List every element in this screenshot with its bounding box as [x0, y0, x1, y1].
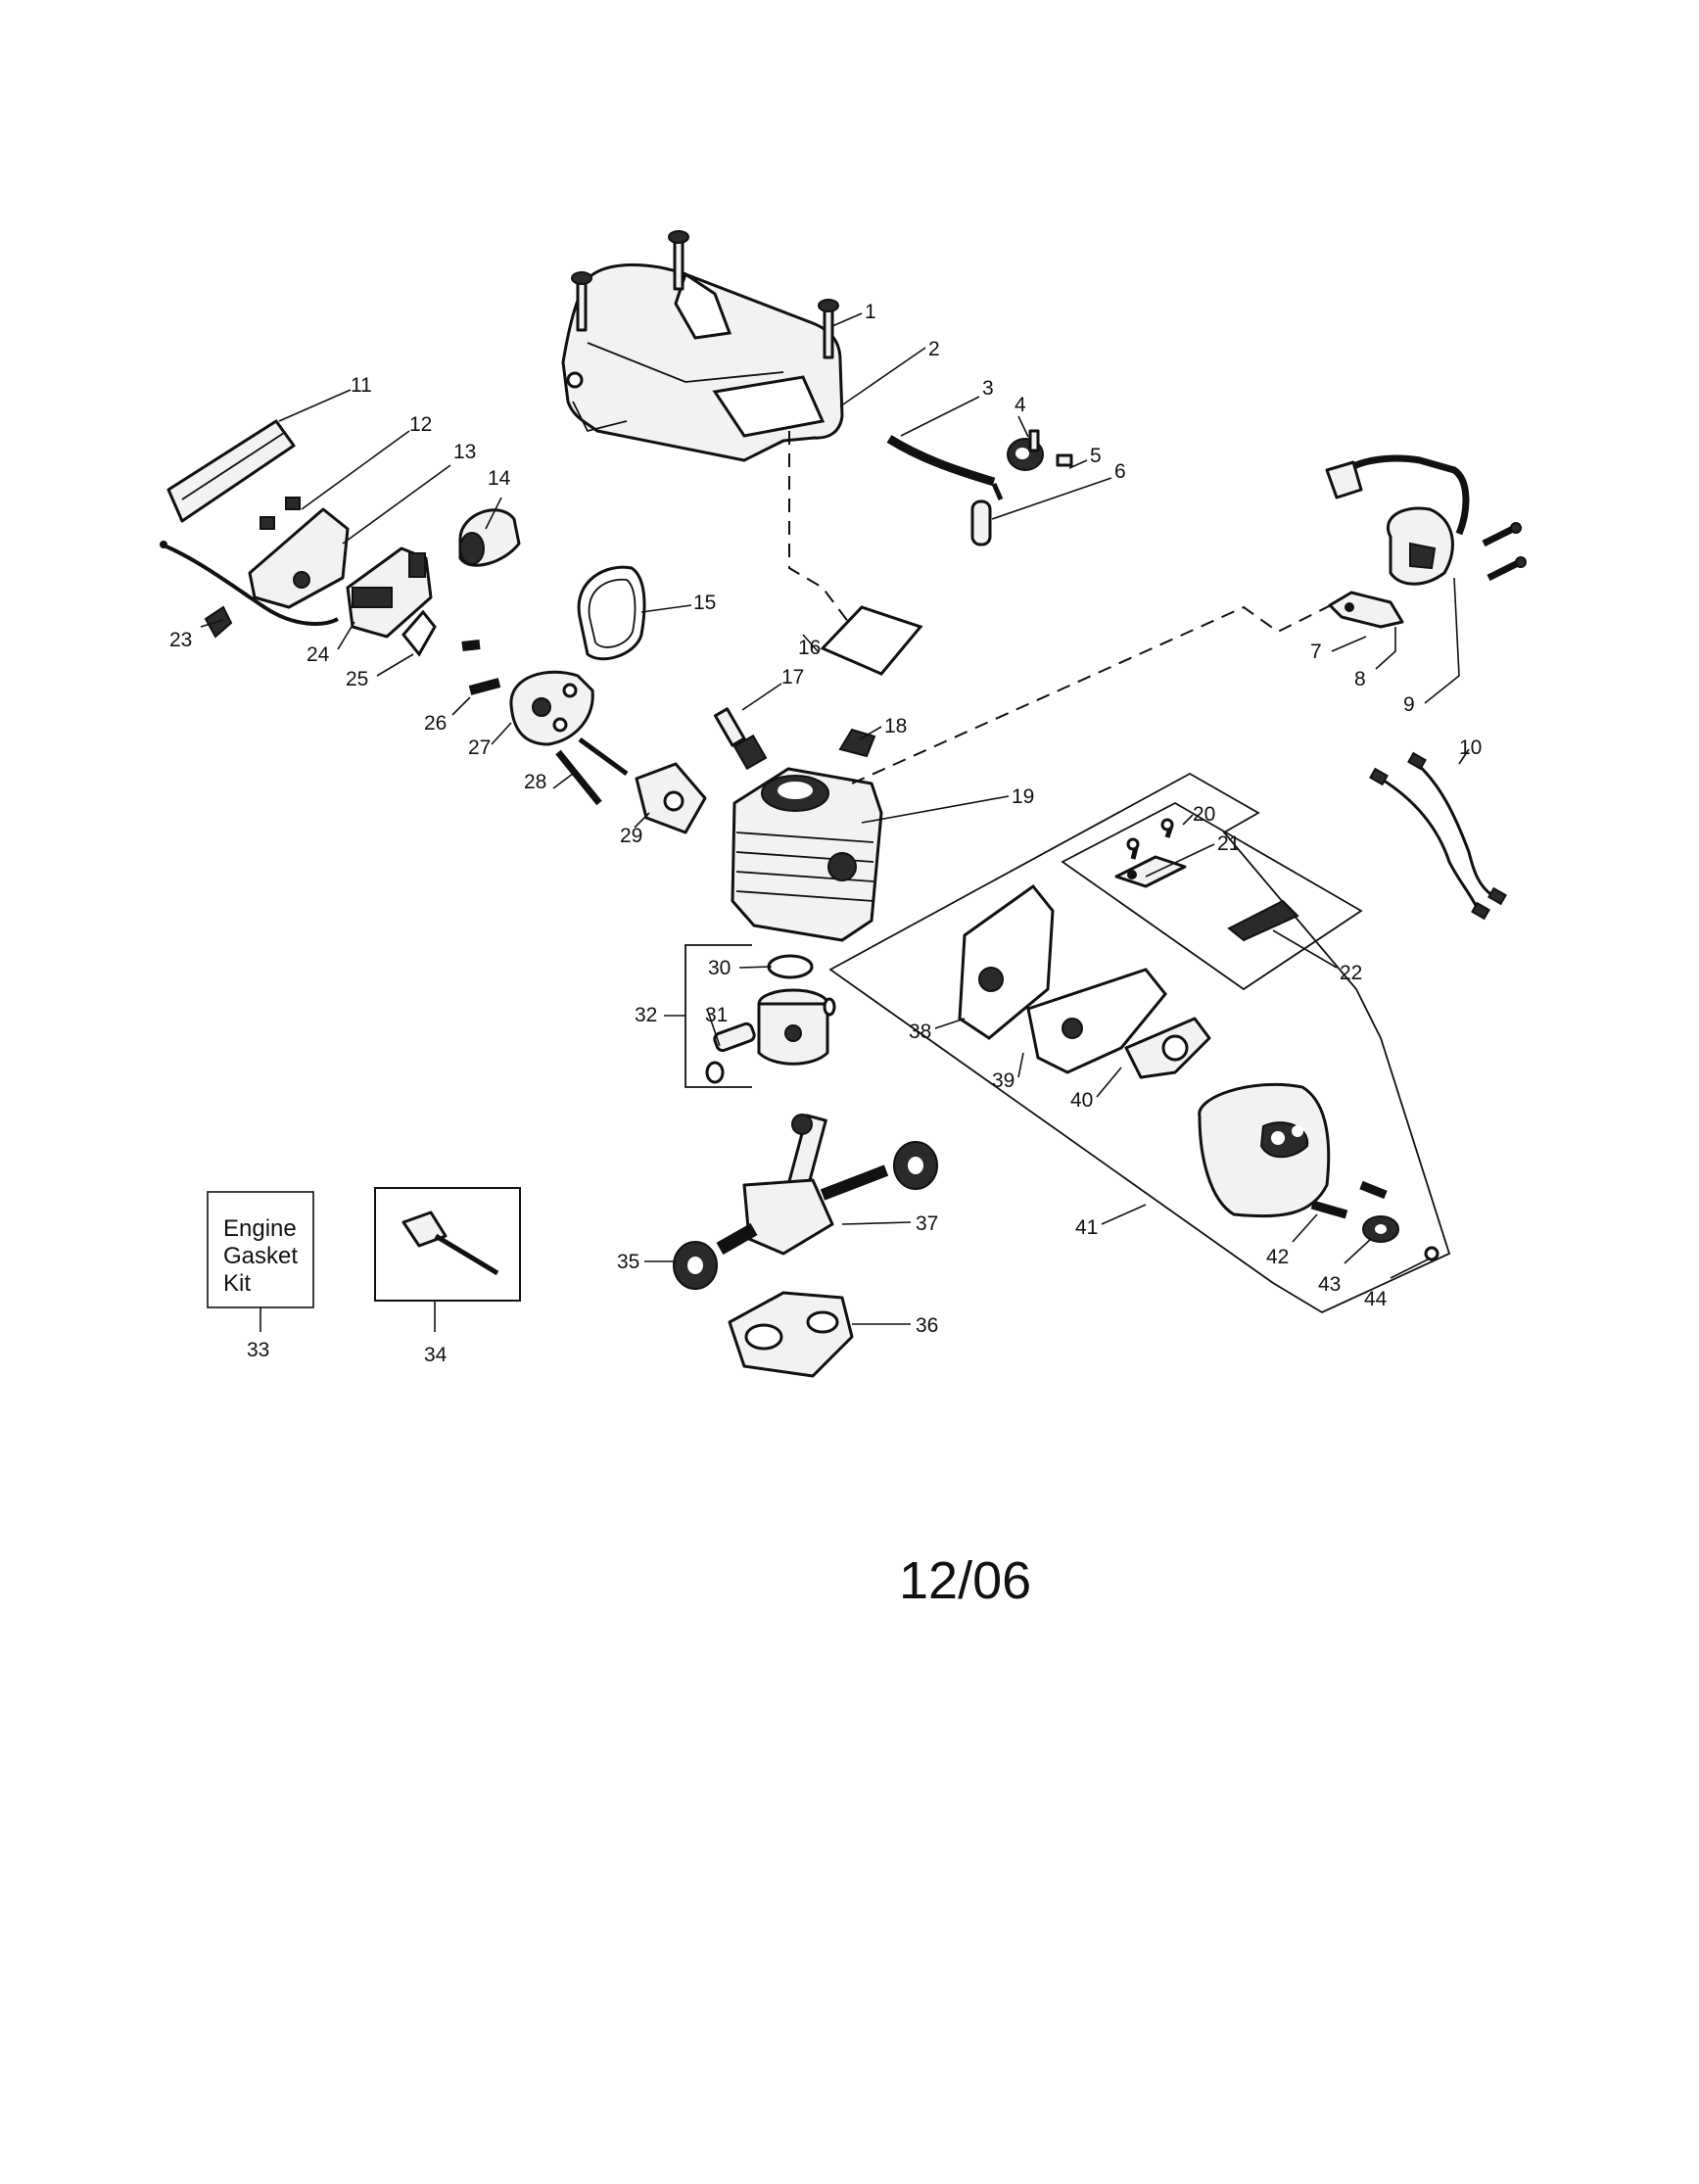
leader-lines [200, 312, 1470, 1332]
part-wire-harness [1369, 751, 1507, 921]
callout-16: 16 [798, 637, 821, 659]
callout-38: 38 [909, 1021, 931, 1043]
tool-box [374, 1187, 521, 1302]
part-top-cover [561, 262, 844, 462]
date-code: 12/06 [899, 1551, 1031, 1610]
callout-29: 29 [620, 825, 642, 847]
callout-3: 3 [982, 377, 994, 400]
part-vent-valve [1007, 429, 1073, 471]
callout-21: 21 [1217, 832, 1240, 855]
callout-23: 23 [169, 629, 192, 651]
part-piston-pin [705, 997, 836, 1084]
callout-37: 37 [916, 1212, 938, 1235]
callout-13: 13 [453, 441, 476, 463]
part-spark-plug [713, 707, 768, 771]
part-carb-gasket [401, 609, 437, 657]
callout-41: 41 [1075, 1216, 1098, 1239]
callout-31: 31 [705, 1004, 728, 1026]
callout-34: 34 [424, 1344, 448, 1366]
part-adapter-screws [461, 640, 501, 695]
part-heat-shield [958, 883, 1055, 1040]
part-cover-screws [571, 230, 839, 359]
part-fuel-pickup [970, 499, 992, 546]
callout-43: 43 [1318, 1273, 1341, 1296]
callout-6: 6 [1114, 460, 1126, 483]
part-spark-arrestor-screen [1114, 855, 1299, 942]
part-coil-screws [1482, 522, 1527, 582]
callout-9: 9 [1403, 693, 1415, 716]
callout-42: 42 [1266, 1246, 1289, 1268]
gasket-kit-line-3: Kit [223, 1270, 251, 1297]
callout-22: 22 [1340, 962, 1362, 984]
callout-18: 18 [884, 715, 907, 737]
callout-1: 1 [865, 301, 876, 323]
callout-40: 40 [1070, 1089, 1093, 1112]
callout-25: 25 [346, 668, 368, 690]
callout-10: 10 [1459, 736, 1482, 759]
part-decal [820, 605, 923, 676]
callout-19: 19 [1012, 785, 1034, 808]
part-muffler-gasket [1124, 1017, 1211, 1079]
part-muffler-washer [1362, 1215, 1439, 1261]
part-plug-wrench [401, 1211, 499, 1276]
callout-7: 7 [1310, 641, 1322, 663]
callout-39: 39 [992, 1069, 1015, 1092]
callout-30: 30 [708, 957, 731, 979]
callout-15: 15 [693, 592, 716, 614]
callout-11: 11 [351, 374, 372, 397]
callout-24: 24 [307, 643, 330, 666]
callout-14: 14 [488, 467, 511, 490]
part-piston [757, 988, 829, 1066]
part-long-screws [555, 736, 629, 806]
gasket-kit-line-2: Gasket [223, 1243, 298, 1269]
callout-33: 33 [247, 1339, 269, 1361]
part-muffler-kit-outline [828, 772, 1451, 1314]
part-ignition-coil [1325, 454, 1470, 586]
callout-17: 17 [781, 666, 804, 688]
part-muffler [1198, 1082, 1331, 1218]
part-spark-arrestor-box [1061, 801, 1363, 991]
part-cylinder [731, 767, 883, 942]
callout-4: 4 [1015, 394, 1026, 416]
part-muffler-bolts [1310, 1180, 1388, 1219]
part-cylinder-gasket [635, 762, 707, 834]
part-crankshaft [716, 1114, 889, 1256]
part-coil-bracket [1328, 591, 1404, 629]
callout-8: 8 [1354, 668, 1366, 690]
part-bearing-right [893, 1141, 938, 1190]
part-fuel-hose [886, 435, 1004, 501]
part-filter-seal [577, 565, 646, 661]
part-carburetor [346, 546, 433, 639]
callout-28: 28 [524, 771, 546, 793]
part-crankcase [728, 1291, 854, 1378]
gasket-kit-box: Engine Gasket Kit [207, 1191, 314, 1308]
callout-2: 2 [928, 338, 940, 360]
part-choke-wire [160, 541, 339, 626]
part-bearing-left [673, 1241, 718, 1290]
part-air-filter [166, 419, 296, 523]
callout-20: 20 [1193, 803, 1215, 826]
part-piston-ring [767, 954, 814, 979]
part-arrestor-screws [1126, 818, 1174, 860]
part-muffler-plate [1026, 968, 1167, 1074]
callout-5: 5 [1090, 445, 1102, 467]
gasket-kit-line-1: Engine [223, 1215, 297, 1242]
callout-44: 44 [1364, 1288, 1388, 1310]
callout-32: 32 [635, 1004, 657, 1026]
callout-labels: 1 2 3 4 5 6 7 8 9 10 11 12 13 14 15 16 1… [169, 301, 1482, 1366]
callout-26: 26 [424, 712, 447, 735]
callout-27: 27 [468, 736, 491, 759]
part-filter-holder [248, 497, 350, 609]
part-intake-boot [458, 508, 521, 567]
part-intake-adapter [509, 670, 594, 746]
callout-35: 35 [617, 1251, 639, 1273]
callout-36: 36 [916, 1314, 938, 1337]
callout-12: 12 [409, 413, 432, 436]
